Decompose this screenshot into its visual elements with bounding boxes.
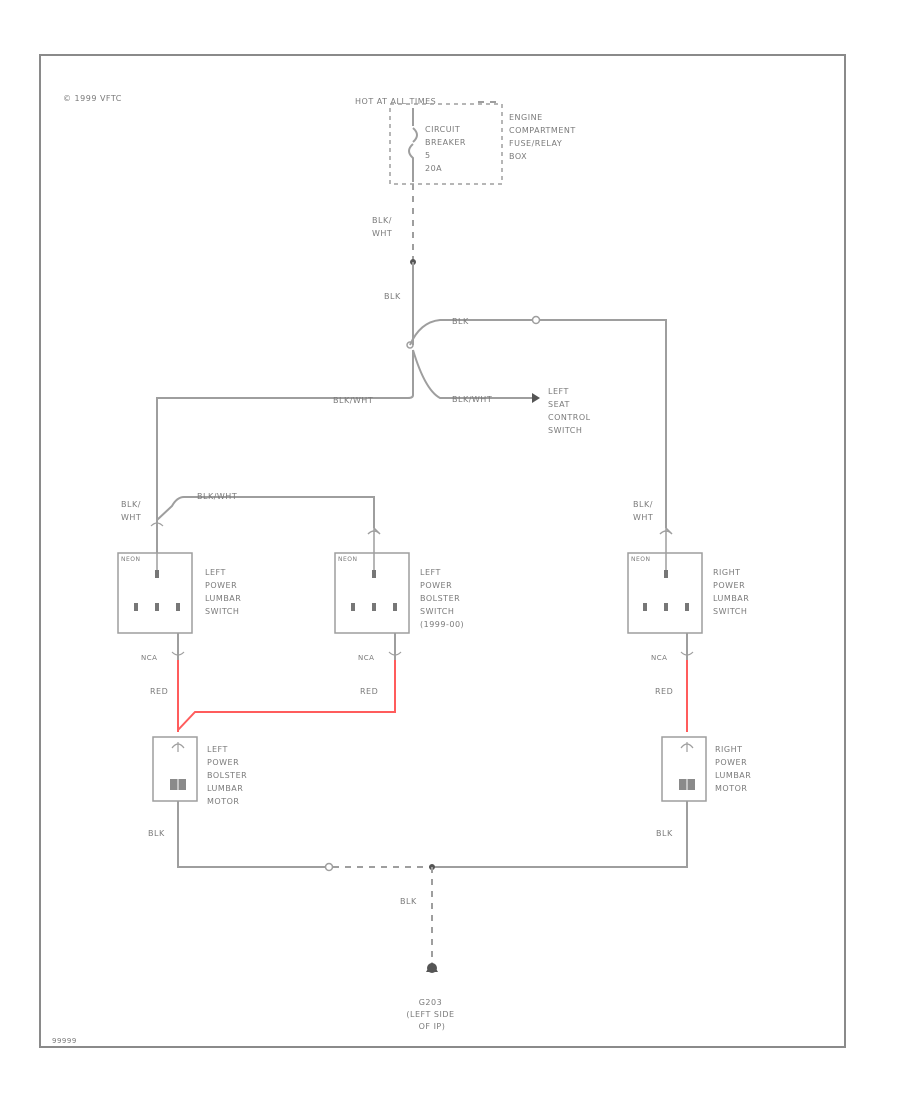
fuse-box-label: ENGINE COMPARTMENT FUSE/RELAY BOX [509, 113, 579, 161]
left-lumbar-pin-2 [155, 603, 159, 611]
wire-label-blk-wht-right: BLK/ WHT [633, 500, 656, 522]
seat-switch-wire [412, 349, 532, 399]
wire-label-red-right: RED [655, 687, 673, 696]
right-lumbar-connector-top [659, 526, 673, 553]
left-output-connector [171, 651, 185, 656]
left-lumbar-pin-top [155, 570, 159, 578]
left-power-lumbar-switch [117, 552, 193, 634]
breaker-label: CIRCUIT BREAKER 5 20A [425, 125, 469, 173]
right-output-connector [680, 651, 694, 656]
right-branch-wire [409, 319, 667, 528]
left-power-bolster-lumbar-motor [152, 736, 198, 802]
right-power-lumbar-motor [661, 736, 707, 802]
left-lumbar-connector-top [150, 522, 164, 527]
right-motor-label: RIGHT POWER LUMBAR MOTOR [715, 745, 754, 793]
right-lumbar-pin-2 [664, 603, 668, 611]
wire-label-blk-right: BLK [452, 317, 469, 326]
wire-label-red-mid: RED [360, 687, 378, 696]
wire-label-red-left: RED [150, 687, 168, 696]
bolster-pin-top [372, 570, 376, 578]
wire-label-blk-wht-top: BLK/ WHT [372, 216, 395, 238]
right-lumbar-pin-3 [685, 603, 689, 611]
figure-id: 99999 [52, 1037, 77, 1045]
wire-label-blk-wht-main: BLK/WHT [333, 396, 373, 405]
right-lumbar-switch-label: RIGHT POWER LUMBAR SWITCH [713, 568, 752, 616]
left-lumbar-switch-label: LEFT POWER LUMBAR SWITCH [205, 568, 244, 616]
inline-connector-right [531, 315, 541, 325]
red-wire-bolster [177, 660, 396, 731]
nca-label-left: NCA [141, 654, 157, 662]
wire-label-blk-ground: BLK [400, 897, 417, 906]
ground-wire-left [177, 801, 326, 868]
ground-wire-right [432, 801, 688, 868]
right-power-lumbar-switch [627, 552, 703, 634]
bolster-feed-wire [156, 496, 375, 528]
ground-point [427, 963, 437, 973]
ground-label: G203 (LEFT SIDE OF IP) [406, 998, 457, 1031]
seat-switch-label: LEFT SEAT CONTROL SWITCH [548, 387, 594, 435]
neon-label-left: NEON [121, 556, 141, 563]
seat-switch-arrow [532, 393, 540, 403]
splice-junction [406, 341, 414, 349]
left-motor-label: LEFT POWER BOLSTER LUMBAR MOTOR [207, 745, 250, 806]
nca-label-right: NCA [651, 654, 667, 662]
wire-label-blk-motor-left: BLK [148, 829, 165, 838]
wire-label-blk-motor-right: BLK [656, 829, 673, 838]
neon-label-bolster: NEON [338, 556, 358, 563]
hot-at-all-times-label: HOT AT ALL TIMES [355, 97, 436, 106]
left-lumbar-pin-1 [134, 603, 138, 611]
wire-label-blk-wht-bolster: BLK/WHT [197, 492, 237, 501]
bolster-connector-top [367, 526, 381, 553]
neon-label-right: NEON [631, 556, 651, 563]
bolster-pin-1 [351, 603, 355, 611]
left-power-bolster-switch [334, 552, 410, 634]
wire-label-blk-wht-left: BLK/ WHT [121, 500, 144, 522]
ground-inline-connector [324, 862, 334, 872]
copyright-label: © 1999 VFTC [63, 94, 122, 103]
right-lumbar-pin-1 [643, 603, 647, 611]
left-branch-wire [156, 350, 414, 520]
wire-label-blk-wht-seat: BLK/WHT [452, 395, 492, 404]
right-lumbar-pin-top [664, 570, 668, 578]
bolster-output-connector [388, 651, 402, 656]
bolster-pin-2 [372, 603, 376, 611]
fuse-box-outline [389, 103, 503, 185]
left-lumbar-pin-3 [176, 603, 180, 611]
nca-label-bolster: NCA [358, 654, 374, 662]
wire-label-blk-main: BLK [384, 292, 401, 301]
bolster-pin-3 [393, 603, 397, 611]
diagram-frame [39, 54, 846, 1048]
circuit-breaker-symbol [408, 108, 418, 182]
left-bolster-switch-label: LEFT POWER BOLSTER SWITCH (1999-00) [420, 568, 464, 629]
